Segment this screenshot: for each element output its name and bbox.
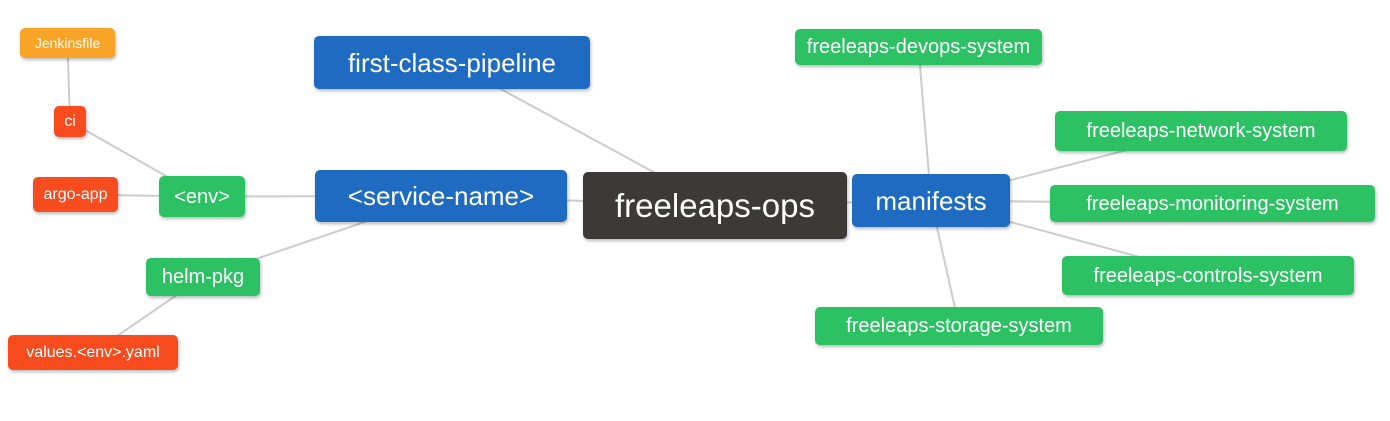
node-label: first-class-pipeline xyxy=(347,47,557,78)
node-label: freeleaps-ops xyxy=(615,187,815,224)
mindmap-node-first-class-pipeline[interactable]: first-class-pipeline xyxy=(314,36,590,89)
mindmap-node-network-system[interactable]: freeleaps-network-system xyxy=(1055,111,1347,151)
node-label: freeleaps-monitoring-system xyxy=(1086,192,1339,215)
node-label: helm-pkg xyxy=(161,266,245,288)
node-label: Jenkinsfile xyxy=(34,35,101,51)
node-label: manifests xyxy=(875,185,987,216)
node-label: freeleaps-controls-system xyxy=(1093,264,1323,287)
mindmap-node-controls-system[interactable]: freeleaps-controls-system xyxy=(1062,256,1354,295)
mindmap-node-values-env-yaml[interactable]: values.<env>.yaml xyxy=(8,335,178,370)
mindmap-node-monitoring-system[interactable]: freeleaps-monitoring-system xyxy=(1050,185,1375,222)
node-label: freeleaps-network-system xyxy=(1086,120,1316,142)
mindmap-node-devops-system[interactable]: freeleaps-devops-system xyxy=(795,29,1042,65)
mindmap-node-argo-app[interactable]: argo-app xyxy=(33,177,118,212)
mindmap-node-service-name[interactable]: <service-name> xyxy=(315,170,567,222)
node-label: freeleaps-devops-system xyxy=(806,36,1031,58)
mindmap-node-env[interactable]: <env> xyxy=(159,176,245,217)
mindmap-node-helm-pkg[interactable]: helm-pkg xyxy=(146,258,260,296)
mindmap-node-ci[interactable]: ci xyxy=(54,106,86,137)
mindmap-node-freeleaps-ops[interactable]: freeleaps-ops xyxy=(583,172,847,239)
node-label: freeleaps-storage-system xyxy=(846,315,1072,337)
node-label: <env> xyxy=(174,185,230,208)
node-label: ci xyxy=(64,112,76,130)
node-label: values.<env>.yaml xyxy=(26,343,160,361)
mindmap-node-manifests[interactable]: manifests xyxy=(852,174,1010,227)
node-label: argo-app xyxy=(43,185,108,203)
mindmap-node-storage-system[interactable]: freeleaps-storage-system xyxy=(815,307,1103,345)
mindmap-node-jenkinsfile[interactable]: Jenkinsfile xyxy=(20,28,115,58)
node-label: <service-name> xyxy=(347,181,535,211)
